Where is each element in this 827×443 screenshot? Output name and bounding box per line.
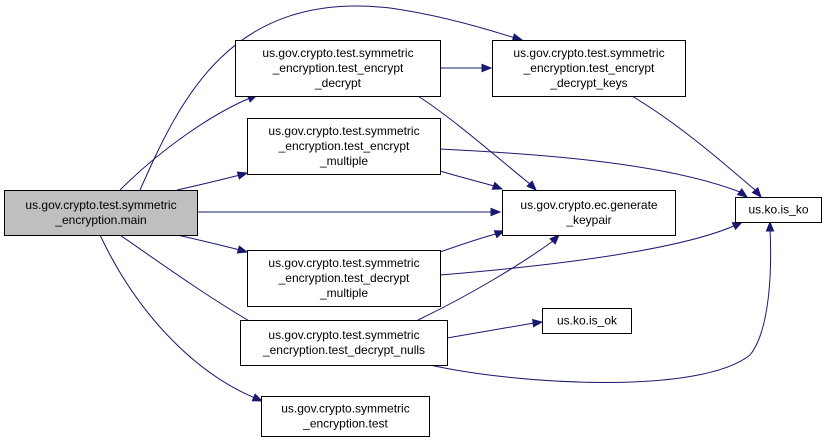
edge-line — [439, 148, 748, 198]
arrow-head-icon — [736, 187, 749, 198]
node-label-line: _multiple — [319, 286, 368, 300]
arrow-head-icon — [490, 207, 502, 217]
arrow-head-icon — [236, 245, 249, 254]
node-box[interactable] — [4, 190, 198, 236]
edge-main-to-generate_keypair — [197, 207, 502, 217]
edge-test_encrypt_decrypt-to-generate_keypair — [417, 95, 537, 191]
node-label-line: _multiple — [319, 154, 368, 168]
node-box[interactable] — [235, 40, 441, 97]
edge-line — [417, 95, 537, 191]
edge-main-to-symmetric_test — [99, 234, 264, 402]
node-label-line: _encryption.test_decrypt_nulls — [262, 343, 425, 357]
arrow-head-icon — [236, 171, 249, 180]
edge-line — [439, 221, 743, 276]
edge-test_decrypt_nulls-to-is_ok — [446, 318, 544, 339]
node-label-line: us.ko.is_ko — [748, 203, 808, 217]
edge-line — [446, 321, 543, 339]
arrow-head-icon — [549, 234, 560, 245]
edge-main-to-test_decrypt_nulls — [119, 234, 269, 332]
node-box[interactable] — [247, 250, 441, 307]
edge-test_decrypt_multiple-to-generate_keypair — [439, 230, 506, 253]
node-label-line: us.gov.crypto.test.symmetric — [268, 328, 419, 342]
edge-line — [631, 95, 762, 198]
arrow-head-icon — [751, 186, 762, 199]
node-is-ok[interactable]: us.ko.is_ok — [542, 308, 632, 334]
node-label-line: _encryption.test_encrypt — [523, 61, 655, 75]
edge-main-to-test_decrypt_multiple — [176, 234, 249, 254]
node-box[interactable] — [735, 197, 822, 223]
edge-line — [139, 5, 523, 191]
node-label-line: us.ko.is_ok — [557, 314, 618, 328]
edge-main-to-test_encrypt_multiple — [176, 171, 249, 191]
arrow-head-icon — [481, 63, 493, 73]
node-label-line: _encryption.test_encrypt — [272, 61, 404, 75]
node-label-line: us.gov.crypto.symmetric — [281, 402, 409, 416]
node-label-line: _decrypt_keys — [549, 76, 627, 90]
edge-line — [176, 172, 248, 191]
edge-line — [429, 222, 772, 383]
node-label-line: us.gov.crypto.test.symmetric — [25, 198, 176, 212]
edge-line — [176, 234, 248, 253]
node-label-line: us.gov.crypto.ec.generate — [520, 198, 658, 212]
arrow-head-icon — [251, 393, 264, 402]
node-box[interactable] — [502, 190, 676, 236]
edge-line — [439, 230, 505, 253]
node-test-encrypt-decrypt[interactable]: us.gov.crypto.test.symmetric_encryption.… — [235, 40, 441, 97]
edge-line — [99, 234, 263, 402]
node-label-line: _encryption.test — [302, 417, 388, 431]
edge-line — [119, 94, 258, 191]
node-label-line: _encryption.test_encrypt — [278, 139, 410, 153]
edge-test_encrypt_multiple-to-generate_keypair — [439, 170, 504, 190]
node-label-line: _encryption.test_decrypt — [278, 271, 410, 285]
node-label-line: _encryption.main — [54, 213, 146, 227]
node-test-decrypt-multiple[interactable]: us.gov.crypto.test.symmetric_encryption.… — [247, 250, 441, 307]
edge-line — [439, 170, 503, 190]
edge-line — [119, 234, 268, 332]
arrow-head-icon — [532, 318, 544, 328]
edge-test_decrypt_nulls-to-is_ko — [429, 220, 775, 383]
node-label-line: us.gov.crypto.test.symmetric — [513, 46, 664, 60]
node-test-encrypt-decrypt-keys[interactable]: us.gov.crypto.test.symmetric_encryption.… — [492, 40, 686, 97]
node-box[interactable] — [492, 40, 686, 97]
node-label-line: us.gov.crypto.test.symmetric — [262, 46, 413, 60]
nodes-layer: us.gov.crypto.test.symmetric_encryption.… — [4, 40, 822, 437]
edge-test_encrypt_decrypt-to-test_encrypt_decrypt_keys — [440, 63, 493, 73]
arrow-head-icon — [491, 181, 504, 190]
node-box[interactable] — [261, 396, 430, 437]
node-box[interactable] — [240, 320, 448, 366]
node-box[interactable] — [542, 308, 632, 334]
edge-test_decrypt_nulls-to-generate_keypair — [417, 234, 560, 321]
edge-line — [417, 234, 560, 321]
node-box[interactable] — [247, 118, 441, 175]
arrow-head-icon — [493, 230, 506, 239]
arrow-head-icon — [526, 180, 537, 191]
node-label-line: _decrypt — [314, 76, 362, 90]
edge-test_encrypt_decrypt_keys-to-is_ko — [631, 95, 762, 199]
node-label-line: us.gov.crypto.test.symmetric — [268, 256, 419, 270]
node-symmetric-test[interactable]: us.gov.crypto.symmetric_encryption.test — [261, 396, 430, 437]
node-test-encrypt-multiple[interactable]: us.gov.crypto.test.symmetric_encryption.… — [247, 118, 441, 175]
node-is-ko[interactable]: us.ko.is_ko — [735, 197, 822, 223]
edge-test_encrypt_multiple-to-is_ko — [439, 148, 749, 198]
node-test-decrypt-nulls[interactable]: us.gov.crypto.test.symmetric_encryption.… — [240, 320, 448, 366]
node-main[interactable]: us.gov.crypto.test.symmetric_encryption.… — [4, 190, 198, 236]
arrow-head-icon — [765, 220, 775, 232]
arrow-head-icon — [731, 221, 744, 231]
node-label-line: _keypair — [565, 213, 611, 227]
node-label-line: us.gov.crypto.test.symmetric — [268, 124, 419, 138]
node-generate-keypair[interactable]: us.gov.crypto.ec.generate_keypair — [502, 190, 676, 236]
edges-layer — [99, 5, 775, 402]
arrow-head-icon — [511, 33, 524, 42]
